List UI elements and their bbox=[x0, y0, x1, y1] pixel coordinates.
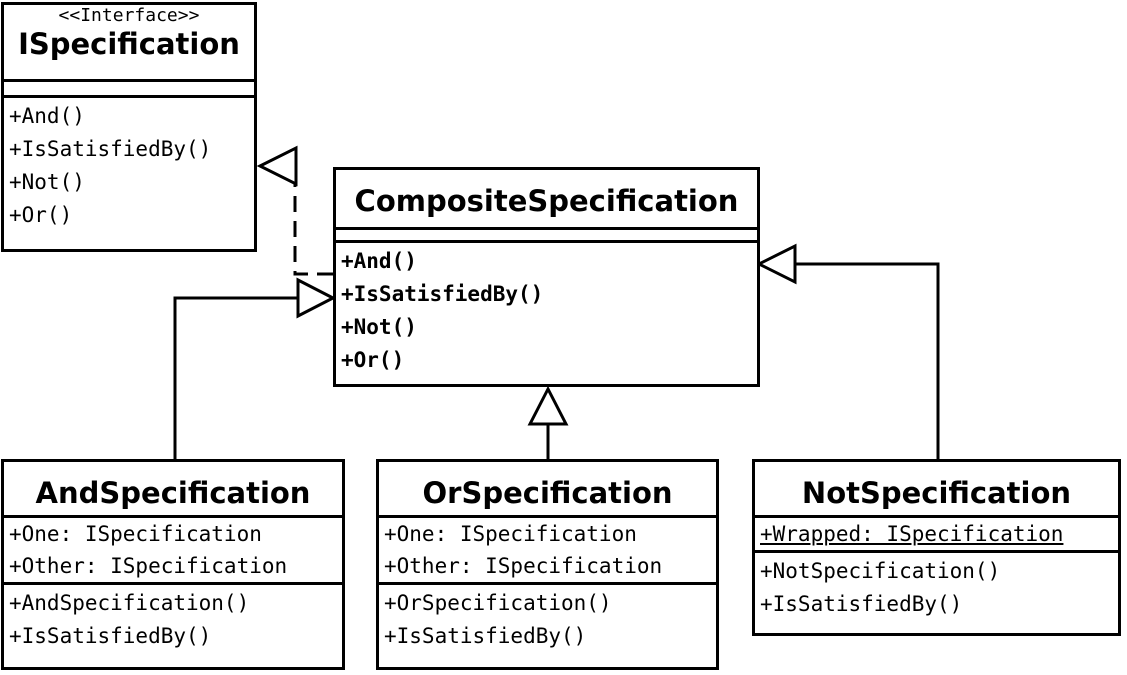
operation: +IsSatisfiedBy() bbox=[760, 592, 963, 616]
or-generalization-arrowhead bbox=[527, 385, 569, 426]
attribute: +Other: ISpecification bbox=[9, 554, 288, 578]
operation: +Not() bbox=[9, 170, 85, 194]
operation: +IsSatisfiedBy() bbox=[384, 624, 587, 648]
operation: +AndSpecification() bbox=[9, 591, 250, 615]
attributes-compartment: +Wrapped: ISpecification bbox=[755, 515, 1118, 550]
operation: +And() bbox=[341, 249, 417, 273]
compositespecification-class[interactable]: CompositeSpecification +And() +IsSatisfi… bbox=[333, 167, 760, 387]
attribute: +Other: ISpecification bbox=[384, 554, 663, 578]
operation: +Or() bbox=[9, 203, 73, 227]
operations-compartment: +NotSpecification() +IsSatisfiedBy() bbox=[755, 550, 1118, 623]
and-generalization-arrowhead bbox=[296, 277, 337, 319]
operations-compartment: +AndSpecification() +IsSatisfiedBy() bbox=[4, 582, 342, 655]
realization-line bbox=[293, 166, 333, 276]
attribute: +One: ISpecification bbox=[9, 522, 262, 546]
operation: +And() bbox=[9, 104, 85, 128]
operation: +IsSatisfiedBy() bbox=[9, 624, 212, 648]
not-generalization-arrowhead bbox=[755, 243, 797, 285]
attributes-compartment: +One: ISpecification +Other: ISpecificat… bbox=[379, 515, 716, 582]
notspecification-class[interactable]: NotSpecification +Wrapped: ISpecificatio… bbox=[752, 459, 1121, 636]
operation: +OrSpecification() bbox=[384, 591, 612, 615]
attributes-compartment: +One: ISpecification +Other: ISpecificat… bbox=[4, 515, 342, 582]
operation: +Not() bbox=[341, 315, 417, 339]
class-name: CompositeSpecification bbox=[354, 184, 739, 218]
attributes-compartment bbox=[336, 227, 757, 240]
attributes-compartment bbox=[4, 79, 254, 95]
class-name: OrSpecification bbox=[422, 476, 673, 510]
realization-arrowhead bbox=[256, 145, 298, 187]
andspecification-class[interactable]: AndSpecification +One: ISpecification +O… bbox=[1, 459, 345, 670]
attribute: +One: ISpecification bbox=[384, 522, 637, 546]
class-name: AndSpecification bbox=[35, 476, 311, 510]
orspecification-class[interactable]: OrSpecification +One: ISpecification +Ot… bbox=[376, 459, 719, 670]
operations-compartment: +And() +IsSatisfiedBy() +Not() +Or() bbox=[4, 95, 254, 234]
class-name: ISpecification bbox=[18, 27, 240, 61]
operation: +Or() bbox=[341, 348, 405, 372]
attribute: +Wrapped: ISpecification bbox=[760, 522, 1064, 546]
operation: +IsSatisfiedBy() bbox=[341, 282, 544, 306]
and-generalization-line bbox=[173, 296, 298, 461]
class-name: NotSpecification bbox=[801, 476, 1072, 510]
interface-stereotype: <<Interface>> bbox=[58, 5, 200, 26]
operation: +NotSpecification() bbox=[760, 559, 1001, 583]
operations-compartment: +OrSpecification() +IsSatisfiedBy() bbox=[379, 582, 716, 655]
operation: +IsSatisfiedBy() bbox=[9, 137, 212, 161]
operations-compartment: +And() +IsSatisfiedBy() +Not() +Or() bbox=[336, 240, 757, 379]
not-generalization-line bbox=[795, 262, 940, 461]
ispecification-class[interactable]: <<Interface>> ISpecification +And() +IsS… bbox=[1, 2, 257, 252]
